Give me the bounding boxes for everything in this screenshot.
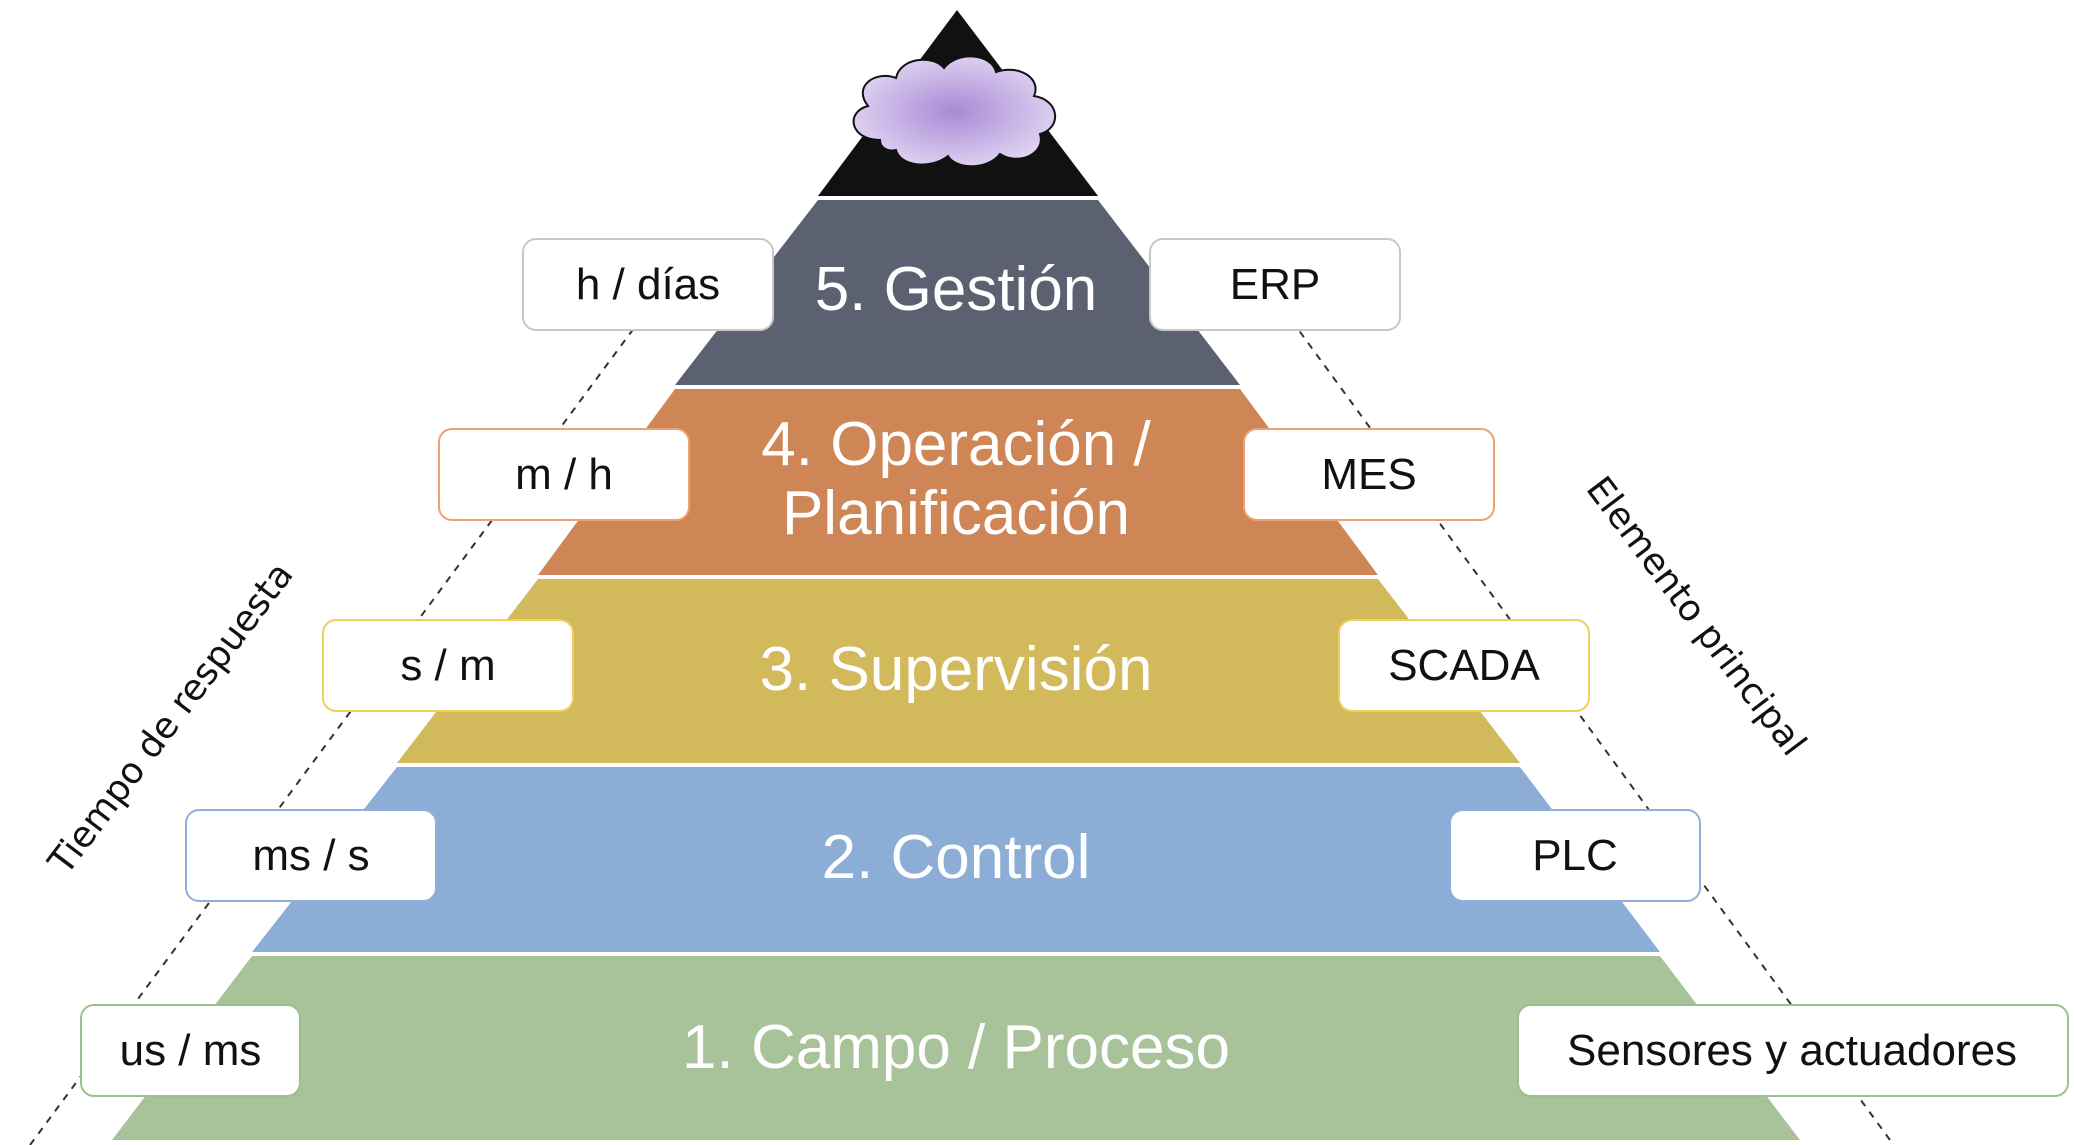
element-level-3: SCADA — [1338, 619, 1590, 712]
response-time-level-2: ms / s — [185, 809, 437, 902]
level-5-band — [675, 200, 1240, 385]
element-level-1: Sensores y actuadores — [1517, 1004, 2069, 1097]
level-3-band — [397, 579, 1520, 763]
response-time-level-1: us / ms — [80, 1004, 301, 1097]
response-time-level-5: h / días — [522, 238, 774, 331]
level-1-title: 1. Campo / Proceso — [682, 1013, 1230, 1082]
cloud-icon — [852, 55, 1057, 168]
response-time-level-3: s / m — [322, 619, 574, 712]
element-level-4: MES — [1243, 428, 1495, 521]
level-5-title: 5. Gestión — [815, 255, 1098, 324]
level-4-title-line1: 4. Operación / — [761, 410, 1151, 479]
level-1-band — [112, 956, 1800, 1140]
level-3-title: 3. Supervisión — [760, 635, 1153, 704]
level-4-title-line2: Planificación — [782, 479, 1130, 548]
element-level-5: ERP — [1149, 238, 1401, 331]
element-level-2: PLC — [1449, 809, 1701, 902]
level-2-title: 2. Control — [822, 823, 1091, 892]
response-time-level-4: m / h — [438, 428, 690, 521]
level-2-band — [252, 767, 1660, 952]
level-4-band — [538, 389, 1378, 575]
